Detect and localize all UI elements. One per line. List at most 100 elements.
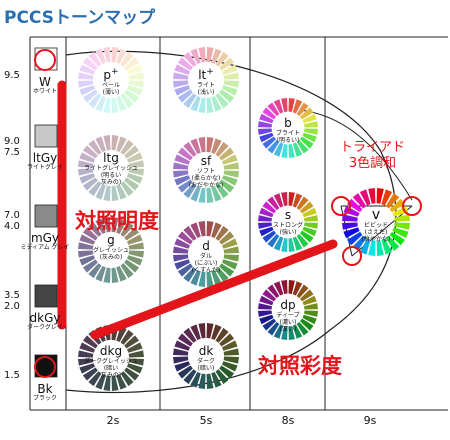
hue-swatch bbox=[211, 95, 222, 112]
hue-swatch bbox=[88, 263, 102, 279]
hue-swatch bbox=[124, 367, 140, 381]
hue-swatch bbox=[174, 361, 191, 372]
hue-swatch bbox=[103, 375, 111, 391]
hue-swatch bbox=[78, 72, 94, 80]
gray-swatch-dkGy bbox=[34, 284, 58, 308]
hue-swatch bbox=[79, 342, 96, 353]
hue-swatch bbox=[267, 140, 280, 154]
hue-swatch bbox=[273, 99, 284, 114]
hue-swatch bbox=[95, 183, 106, 200]
hue-swatch bbox=[221, 259, 238, 270]
hue-swatch bbox=[95, 265, 106, 282]
hue-swatch bbox=[88, 371, 102, 387]
hue-swatch bbox=[296, 102, 309, 116]
hue-swatch bbox=[124, 89, 140, 103]
hue-swatch bbox=[173, 348, 189, 356]
hue-swatch bbox=[211, 185, 222, 202]
hue-swatch bbox=[219, 263, 235, 277]
hue-swatch bbox=[359, 238, 371, 255]
hue-swatch bbox=[211, 371, 222, 388]
hue-swatch bbox=[219, 231, 235, 245]
axis-tick-1-5: 1.5 bbox=[4, 370, 20, 381]
hue-swatch bbox=[206, 187, 214, 203]
triad-circle-2 bbox=[402, 196, 422, 216]
hue-swatch bbox=[103, 47, 111, 63]
tone-wheel-dp bbox=[258, 280, 318, 340]
hue-swatch bbox=[281, 98, 288, 112]
hue-swatch bbox=[78, 250, 94, 258]
hue-swatch bbox=[198, 271, 206, 287]
tone-wheel-sf bbox=[173, 137, 239, 203]
hue-swatch bbox=[281, 144, 288, 158]
hue-swatch bbox=[173, 80, 189, 88]
hue-swatch bbox=[190, 48, 201, 65]
hue-swatch bbox=[128, 80, 144, 88]
hue-swatch bbox=[128, 168, 144, 176]
hue-swatch bbox=[304, 121, 318, 128]
hue-swatch bbox=[343, 227, 360, 239]
hue-swatch bbox=[259, 226, 274, 237]
hue-swatch bbox=[79, 173, 96, 184]
hue-swatch bbox=[368, 188, 376, 204]
hue-swatch bbox=[219, 147, 235, 161]
hue-swatch bbox=[95, 95, 106, 112]
hue-swatch bbox=[177, 365, 193, 379]
hue-swatch bbox=[206, 97, 214, 113]
hue-swatch bbox=[177, 263, 193, 277]
hue-swatch bbox=[368, 240, 376, 256]
hue-swatch bbox=[103, 185, 111, 201]
hue-swatch bbox=[304, 215, 318, 222]
hue-swatch bbox=[296, 284, 309, 298]
hue-swatch bbox=[198, 373, 206, 389]
hue-swatch bbox=[198, 221, 206, 237]
hue-swatch bbox=[111, 47, 119, 63]
hue-swatch bbox=[211, 222, 222, 239]
hue-swatch bbox=[376, 188, 384, 204]
hue-swatch bbox=[259, 113, 274, 124]
hue-swatch bbox=[223, 254, 239, 262]
hue-swatch bbox=[124, 145, 140, 159]
hue-swatch bbox=[126, 85, 143, 96]
hue-swatch bbox=[198, 47, 206, 63]
column-label-5s: 5s bbox=[199, 414, 213, 427]
tone-label-lt: lt+ライト(浅い) bbox=[196, 67, 216, 96]
hue-swatch bbox=[300, 201, 314, 214]
hue-swatch bbox=[128, 160, 144, 168]
hue-swatch bbox=[198, 323, 206, 339]
hue-swatch bbox=[103, 135, 111, 151]
hue-swatch bbox=[124, 227, 140, 241]
hue-swatch bbox=[221, 64, 238, 75]
hue-swatch bbox=[302, 207, 317, 218]
hue-swatch bbox=[223, 348, 239, 356]
hue-swatch bbox=[221, 361, 238, 372]
hue-swatch bbox=[190, 185, 201, 202]
hue-swatch bbox=[190, 371, 201, 388]
hue-swatch bbox=[206, 373, 214, 389]
hue-swatch bbox=[95, 218, 106, 235]
lightness-contrast-label: 対照明度 bbox=[75, 209, 159, 233]
hue-swatch bbox=[116, 183, 127, 200]
hue-swatch bbox=[302, 226, 317, 237]
black-marker-circle bbox=[34, 356, 56, 378]
hue-swatch bbox=[219, 179, 235, 193]
hue-swatch bbox=[173, 356, 189, 364]
hue-swatch bbox=[215, 369, 229, 385]
hue-swatch bbox=[126, 363, 143, 374]
hue-swatch bbox=[173, 72, 189, 80]
hue-swatch bbox=[389, 198, 405, 213]
hue-swatch bbox=[120, 263, 134, 279]
hue-swatch bbox=[352, 193, 367, 209]
hue-swatch bbox=[300, 136, 314, 149]
hue-swatch bbox=[296, 322, 309, 336]
hue-swatch bbox=[79, 85, 96, 96]
hue-swatch bbox=[258, 128, 272, 135]
tone-wheel-p bbox=[78, 47, 144, 113]
hue-swatch bbox=[111, 375, 119, 391]
column-label-9s: 9s bbox=[363, 414, 377, 427]
hue-swatch bbox=[103, 217, 111, 233]
